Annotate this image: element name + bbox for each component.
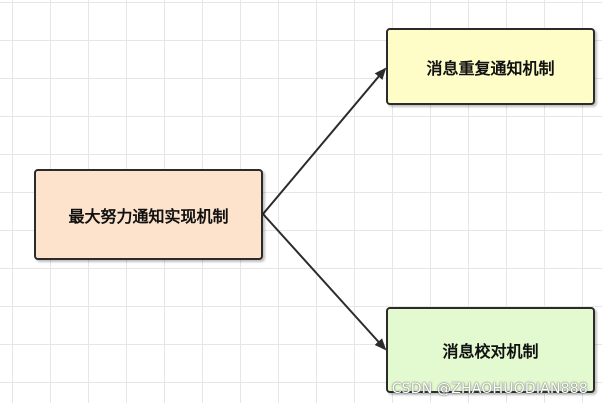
root-node-label: 最大努力通知实现机制 — [68, 206, 229, 226]
child-node-reconcile-label: 消息校对机制 — [442, 342, 539, 361]
child-node-reconcile[interactable]: 消息校对机制 — [386, 307, 595, 393]
arrow-root-to-repeat-notify — [262, 67, 387, 215]
child-node-repeat-notify-label: 消息重复通知机制 — [426, 58, 555, 78]
root-node[interactable]: 最大努力通知实现机制 — [34, 169, 263, 260]
watermark-text: CSDN @ZHAOHUODIAN888 — [391, 381, 588, 397]
arrow-root-to-reconcile — [262, 213, 387, 351]
child-node-repeat-notify[interactable]: 消息重复通知机制 — [386, 28, 595, 105]
